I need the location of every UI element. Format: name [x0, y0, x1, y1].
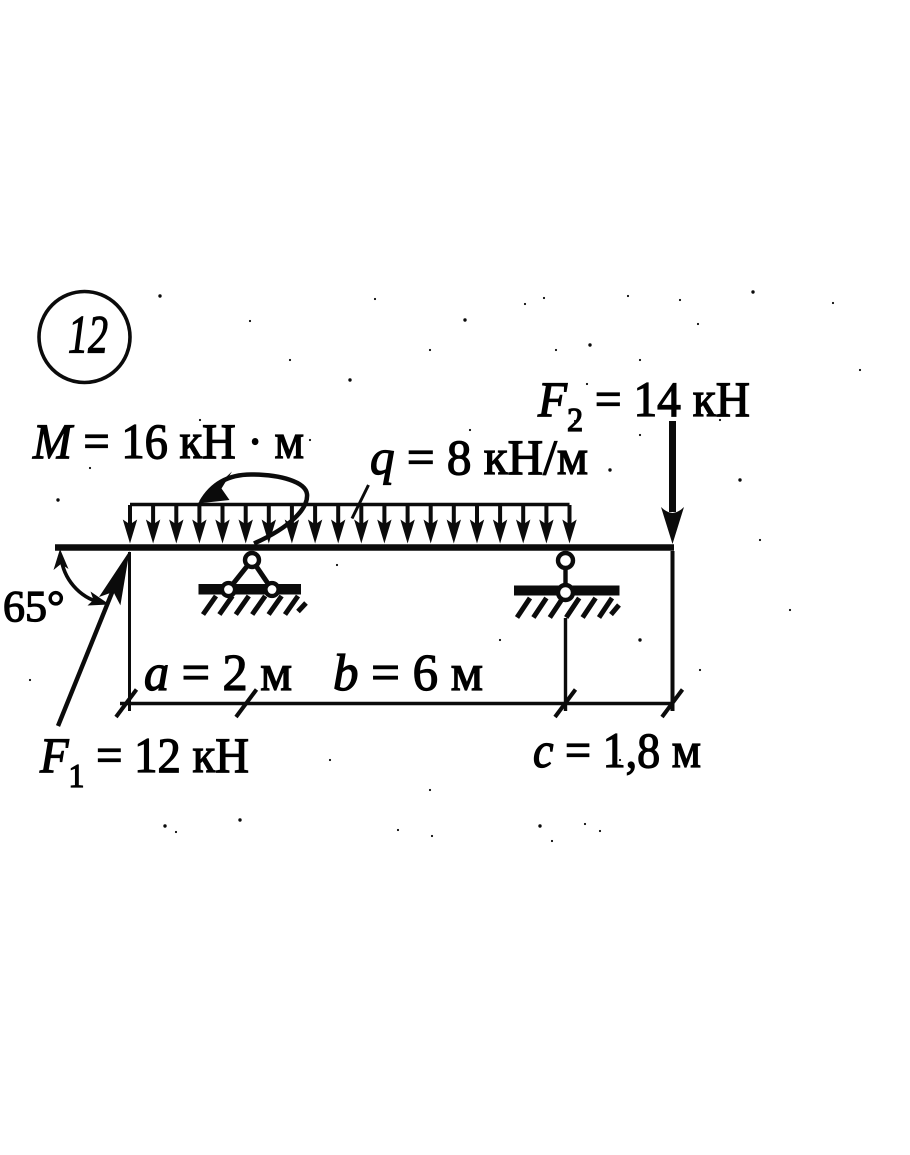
svg-text:65°: 65° [3, 582, 65, 631]
svg-text:a = 2 м: a = 2 м [144, 645, 292, 702]
svg-text:12: 12 [68, 305, 108, 365]
svg-text:F2 = 14 кН: F2 = 14 кН [537, 371, 750, 439]
svg-text:b = 6 м: b = 6 м [333, 645, 483, 702]
svg-text:M = 16 кН · м: M = 16 кН · м [32, 413, 304, 469]
svg-text:q = 8 кН/м: q = 8 кН/м [370, 429, 588, 485]
svg-text:F1 = 12 кН: F1 = 12 кН [39, 727, 249, 795]
svg-text:c = 1,8 м: c = 1,8 м [533, 722, 701, 778]
